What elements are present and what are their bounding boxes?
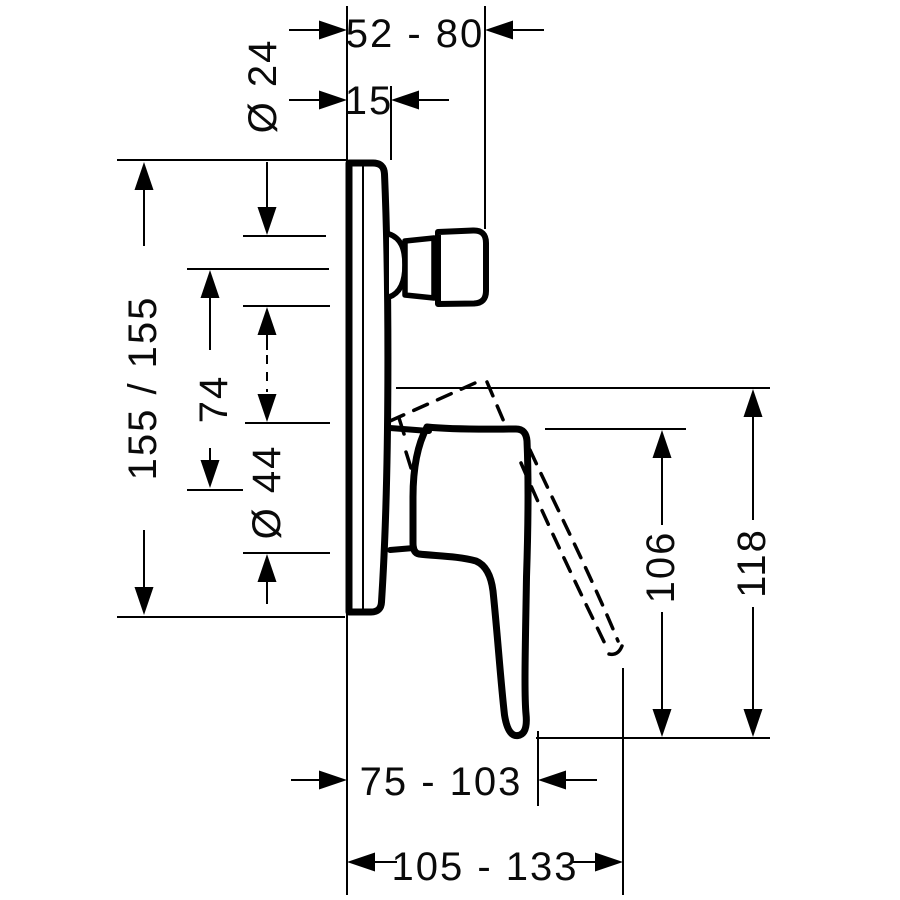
dim-label-lever-reach: 75 - 103 [360,760,523,804]
dim-label-fitting-depth: 52 - 80 [346,12,485,56]
dim-label-lever-reach-open: 105 - 133 [391,845,578,889]
dim-label-knob-diameter: Ø 24 [241,39,285,134]
dim-label-lever-drop: 106 [639,531,683,604]
hub-top-line [387,425,432,434]
dim-label-axis-spacing: 74 [192,375,236,424]
lever-handle [387,423,532,740]
hub-bottom-line [387,545,417,553]
dim-label-plate-size: 155 / 155 [121,296,165,481]
knob-neck [402,235,437,301]
dimension-arrows [134,20,763,872]
dimension-lines [143,29,754,863]
extension-lines [117,6,770,895]
dim-label-lever-drop-open: 118 [730,528,774,598]
dim-label-sleeve-diameter: Ø 44 [245,445,289,540]
lever-open-position-dashed [388,377,624,657]
control-knob [386,227,489,307]
escutcheon-plate [345,159,392,616]
dimension-labels: 52 - 80 15 Ø 24 155 / 155 74 Ø 44 106 11… [121,12,774,889]
knob-head [435,227,489,307]
dim-label-plate-offset: 15 [345,79,394,123]
